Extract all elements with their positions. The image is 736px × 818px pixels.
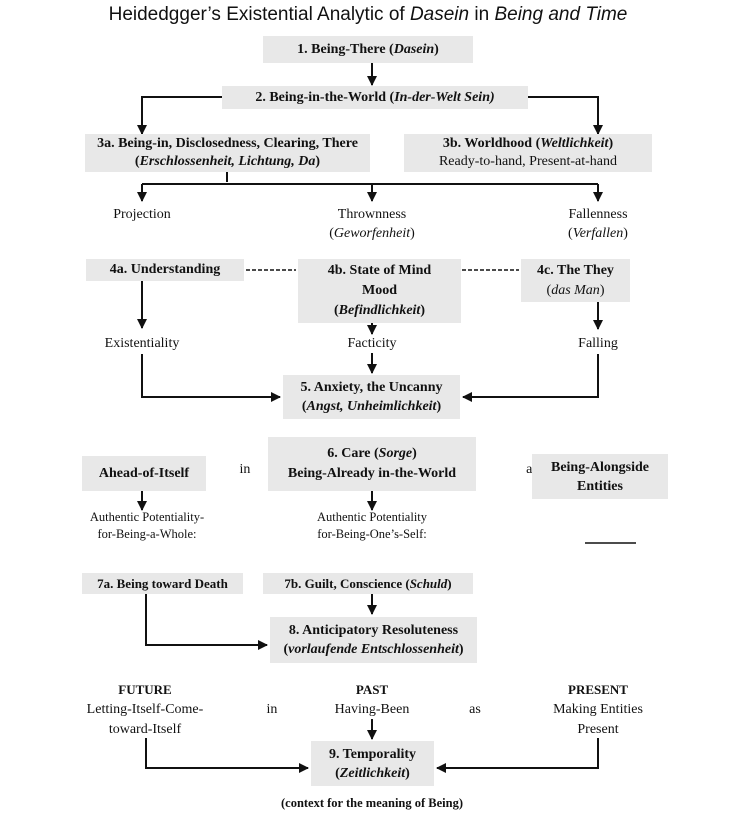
label-fallenness: Fallenness(Verfallen) — [568, 207, 628, 241]
arrow-2-to-3b — [528, 96, 603, 135]
node-being-in-the-world: 2. Being-in-the-World (In-der-Welt Sein) — [222, 86, 528, 109]
node-anticipatory-resoluteness: 8. Anticipatory Resoluteness(vorlaufende… — [270, 617, 477, 663]
node-being-in-disclosedness: 3a. Being-in, Disclosedness, Clearing, T… — [85, 134, 370, 172]
connector-word-in-2: in — [266, 702, 278, 717]
arrow-falling-5 — [462, 354, 599, 402]
arrow-7a-8 — [145, 594, 268, 650]
node-understanding: 4a. Understanding — [86, 259, 244, 281]
label-falling: Falling — [578, 336, 618, 351]
arrow-present-9 — [436, 738, 599, 773]
node-worldhood: 3b. Worldhood (Weltlichkeit)Ready-to-han… — [404, 134, 652, 172]
arrow-future-9 — [145, 738, 309, 773]
arrow-2-to-3a — [137, 96, 222, 135]
node-the-they: 4c. The They(das Man) — [521, 259, 630, 302]
node-guilt-conscience: 7b. Guilt, Conscience (Schuld) — [263, 573, 473, 594]
label-projection: Projection — [113, 207, 171, 222]
label-context: (context for the meaning of Being) — [280, 796, 464, 810]
diagram-title: Heidedgger’s Existential Analytic of Das… — [108, 4, 628, 25]
node-anxiety: 5. Anxiety, the Uncanny(Angst, Unheimlic… — [283, 375, 460, 419]
connector-word-as-2: as — [469, 702, 481, 717]
label-thrownness: Thrownness(Geworfenheit) — [329, 207, 415, 241]
arrow-existentiality-5 — [141, 354, 281, 402]
node-being-there: 1. Being-There (Dasein) — [263, 36, 473, 63]
node-being-toward-death: 7a. Being toward Death — [82, 573, 243, 594]
node-care: 6. Care (Sorge)Being-Already in-the-Worl… — [268, 437, 476, 491]
connector-word-in: in — [239, 462, 251, 477]
connector-word-as: as — [512, 460, 552, 479]
node-ahead-of-itself: Ahead-of-Itself — [82, 456, 206, 491]
node-temporality: 9. Temporality(Zeitlichkeit) — [311, 741, 434, 786]
label-facticity: Facticity — [347, 336, 397, 351]
label-authentic-whole: Authentic Potentiality-for-Being-a-Whole… — [89, 510, 205, 541]
label-existentiality: Existentiality — [104, 336, 180, 351]
